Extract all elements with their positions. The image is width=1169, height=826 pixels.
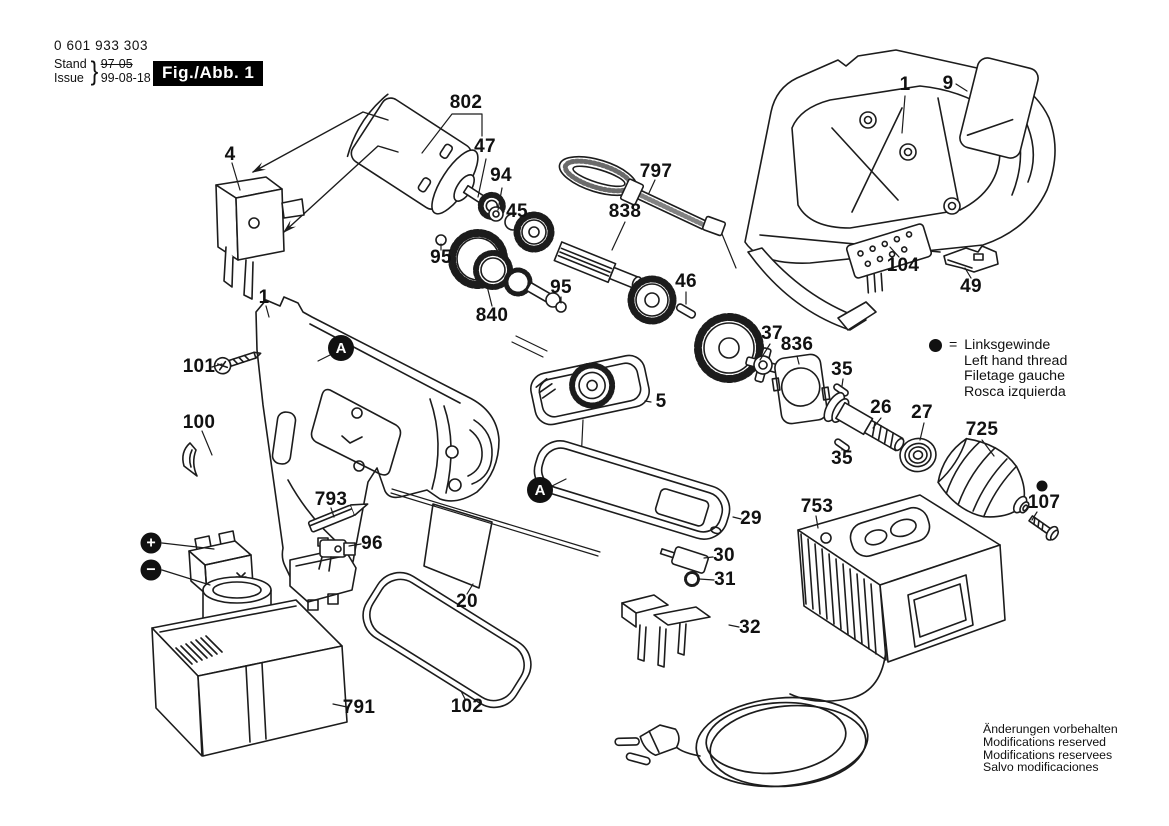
part-callout-37: 37 [761, 323, 783, 344]
gear-selector-cover-drawing [530, 354, 650, 426]
revision-block: Stand Issue } 97-05 99-08-18 [54, 56, 151, 87]
part-callout-30: 30 [713, 545, 735, 566]
part-callout-35: 35 [831, 448, 853, 469]
gearbox-plate-drawing [771, 353, 831, 425]
section-marker-a-2: A [527, 477, 553, 503]
thread-dot-icon [929, 339, 942, 353]
screw-drawing [1028, 515, 1060, 541]
part-callout-104: 104 [886, 255, 920, 276]
part-callout-32: 32 [739, 617, 761, 638]
footer-line-en: Modifications reserved [983, 734, 1107, 749]
part-callout-94: 94 [490, 165, 512, 186]
leader-lines [211, 83, 1038, 708]
figure-label: Fig./Abb. 1 [153, 61, 264, 86]
part-callout-47: 47 [474, 136, 496, 157]
strap-drawing [558, 155, 737, 269]
footer-line-fr: Modifications reservees [983, 747, 1113, 762]
part-callout-840: 840 [475, 305, 509, 326]
part-callout-725: 725 [965, 419, 999, 440]
part-callout-95: 95 [430, 247, 452, 268]
footer-line-de: Änderungen vorbehalten [983, 722, 1118, 736]
thread-legend: = Linksgewinde Left hand thread Filetage… [929, 337, 1068, 400]
screw-drawing [213, 351, 262, 375]
part-callout-793: 793 [314, 489, 348, 510]
bearing-drawing [899, 437, 937, 473]
left-hand-thread-dot [1036, 480, 1048, 492]
issue-label: Issue [54, 70, 84, 85]
section-marker-a-1: A [328, 335, 354, 361]
part-callout-1: 1 [258, 287, 270, 308]
legend-line-en: Left hand thread [964, 352, 1068, 369]
part-callout-791: 791 [342, 697, 376, 718]
part-callout-100: 100 [182, 412, 216, 433]
modifications-notice: Änderungen vorbehalten Modifications res… [983, 723, 1118, 774]
legend-line-fr: Filetage gauche [964, 368, 1065, 385]
bracket-assembly-drawing [621, 594, 711, 668]
part-callout-753: 753 [800, 496, 834, 517]
part-callout-20: 20 [456, 591, 478, 612]
stand-value-struck: 97-05 [100, 57, 133, 71]
part-callout-27: 27 [911, 402, 933, 423]
pin-drawing [834, 438, 850, 452]
part-callout-26: 26 [870, 397, 892, 418]
nut-drawing [684, 571, 700, 587]
part-callout-802: 802 [449, 92, 483, 113]
issue-value: 99-08-18 [100, 70, 151, 85]
bracket-drawing [943, 245, 999, 273]
housing-cover-plate-drawing [533, 440, 731, 540]
part-callout-797: 797 [639, 161, 673, 182]
part-callout-35: 35 [831, 359, 853, 380]
part-callout-45: 45 [506, 201, 528, 222]
part-callout-5: 5 [655, 391, 667, 412]
part-callout-29: 29 [740, 508, 762, 529]
wire-frame-drawing [362, 571, 532, 709]
charger-drawing [614, 494, 1006, 788]
spindle-drawing [823, 391, 905, 452]
part-callout-49: 49 [960, 276, 982, 297]
drill-bit-drawing [307, 503, 369, 533]
part-callout-838: 838 [608, 201, 642, 222]
part-callout-95: 95 [550, 277, 572, 298]
legend-line-de: Linksgewinde [964, 337, 1051, 353]
part-callout-107: 107 [1027, 492, 1061, 513]
part-callout-4: 4 [224, 144, 236, 165]
battery-plus-marker: + [140, 532, 162, 554]
part-callout-9: 9 [942, 73, 954, 94]
wire-arrows-drawing [251, 111, 399, 233]
gear-train-drawing [435, 206, 781, 383]
switch-drawing [215, 176, 305, 300]
part-callout-101: 101 [182, 356, 216, 377]
part-callout-1: 1 [899, 74, 911, 95]
battery-pack-drawing [151, 599, 348, 757]
chuck-drawing [937, 437, 1030, 518]
switch-slide-drawing [659, 546, 709, 574]
legend-line-es: Rosca izquierda [964, 383, 1066, 400]
stand-label: Stand [54, 57, 87, 71]
part-callout-96: 96 [361, 533, 383, 554]
pcb-drawing [845, 223, 933, 294]
footer-line-es: Salvo modificaciones [983, 760, 1099, 775]
power-plug-drawing [614, 724, 680, 766]
legend-equals: = [949, 337, 958, 353]
latch-clip-drawing [318, 539, 356, 572]
battery-minus-marker: − [140, 559, 162, 581]
motor-drawing [346, 93, 506, 220]
document-number: 0 601 933 303 [54, 38, 149, 53]
part-callout-31: 31 [714, 569, 736, 590]
brace-glyph: } [90, 56, 99, 86]
clip-drawing [182, 430, 213, 477]
part-callout-836: 836 [780, 334, 814, 355]
part-callout-102: 102 [450, 696, 484, 717]
label-sheet-drawing [390, 488, 601, 589]
part-callout-46: 46 [675, 271, 697, 292]
sticker-drawing [959, 57, 1039, 159]
